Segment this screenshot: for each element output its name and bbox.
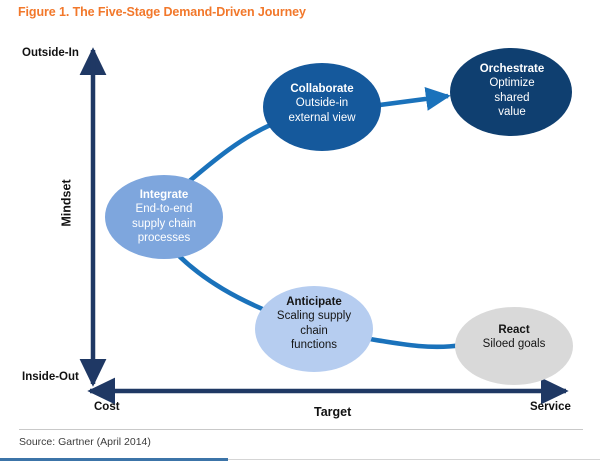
x-axis-title: Target xyxy=(314,405,352,419)
source-note: Source: Gartner (April 2014) xyxy=(19,436,151,448)
figure-title: Figure 1. The Five-Stage Demand-Driven J… xyxy=(18,5,306,19)
node-collaborate-ellipse xyxy=(263,63,381,151)
node-integrate-ellipse xyxy=(105,175,223,259)
connector-collaborate-to-orchestrate xyxy=(371,87,451,111)
node-anticipate-ellipse xyxy=(255,286,373,372)
y-axis-bottom-label: Inside-Out xyxy=(22,371,79,383)
node-react-ellipse xyxy=(455,307,573,385)
node-ellipse-group xyxy=(105,48,573,385)
y-axis-title: Mindset xyxy=(59,179,74,227)
bottom-accent-rule xyxy=(228,459,600,460)
bottom-accent-bar xyxy=(0,458,228,461)
connector-anticipate-to-integrate xyxy=(173,250,275,316)
connector-react-to-anticipate xyxy=(361,335,465,350)
axis-group xyxy=(79,47,569,405)
y-axis-top-label: Outside-In xyxy=(22,47,79,59)
x-axis-left-label: Cost xyxy=(94,401,120,413)
footer-divider xyxy=(19,429,583,430)
node-orchestrate-ellipse xyxy=(450,48,572,136)
x-axis-right-label: Service xyxy=(530,401,571,413)
